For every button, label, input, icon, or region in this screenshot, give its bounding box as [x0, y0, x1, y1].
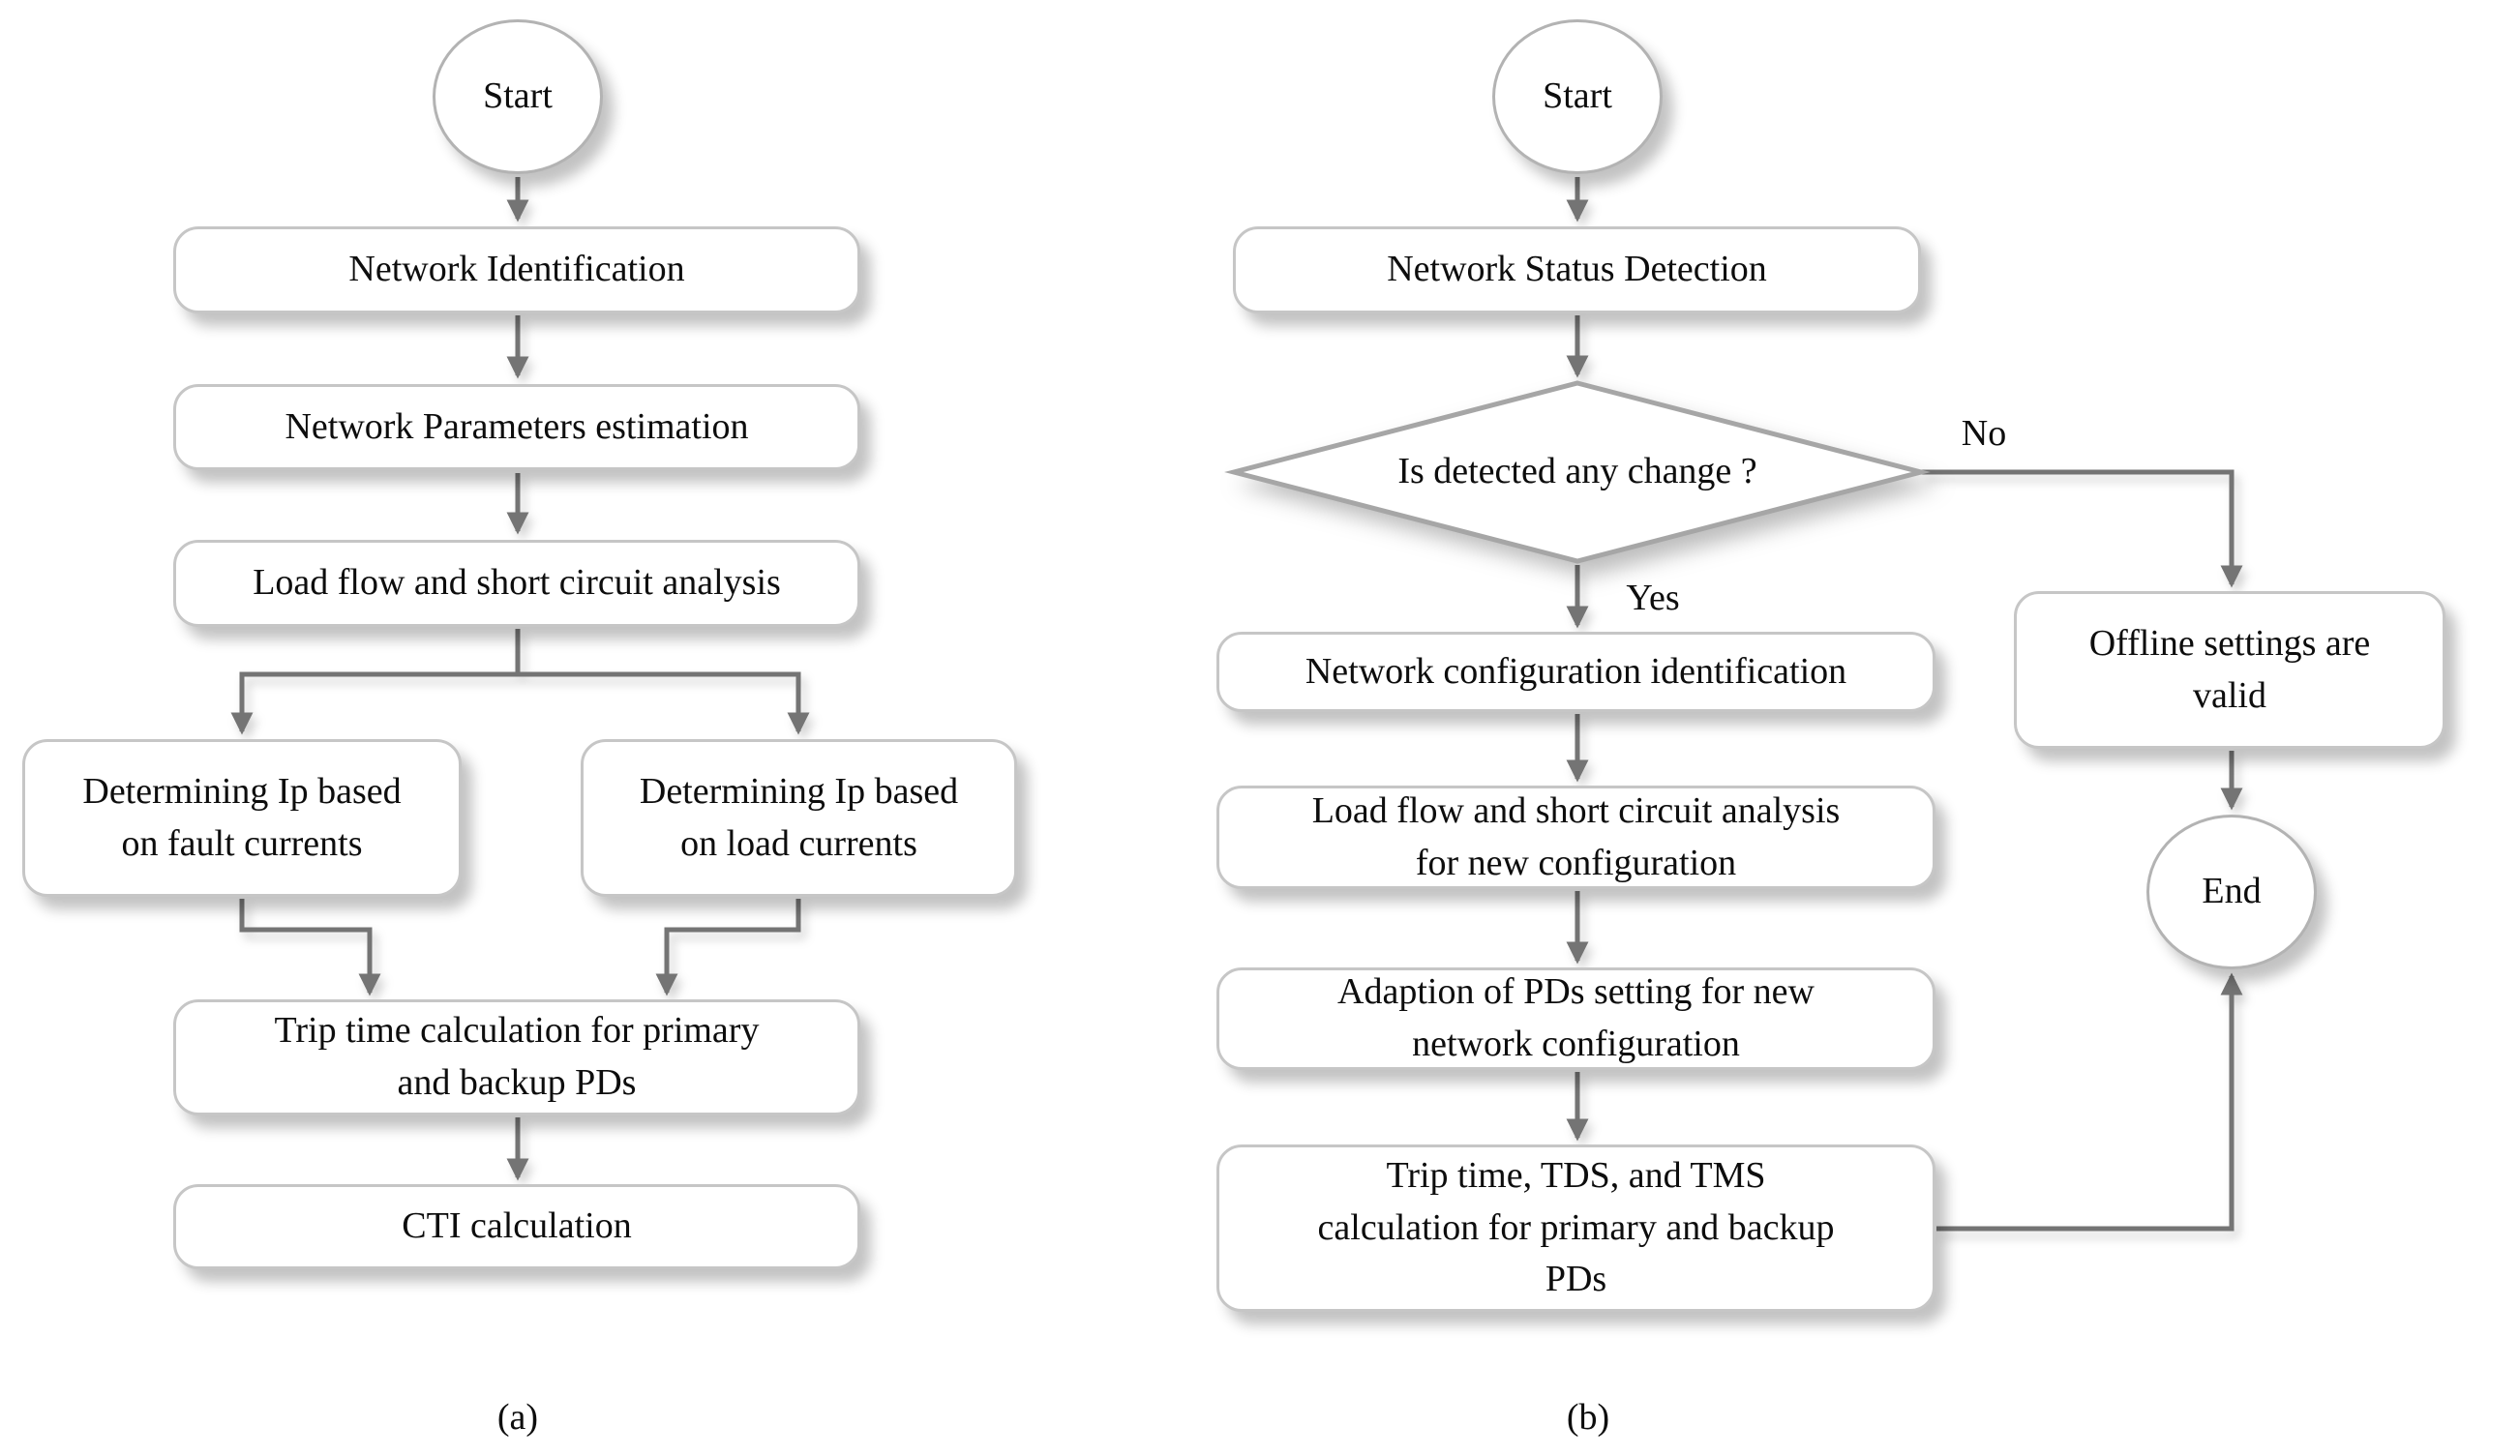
terminator-end-b: End	[2146, 815, 2317, 969]
branch-label-no-text: No	[1961, 412, 2007, 454]
terminator-start-b-label: Start	[1543, 75, 1612, 117]
process-network-parameters-estimation: Network Parameters estimation	[173, 384, 860, 470]
process-network-status-detection: Network Status Detection	[1233, 226, 1921, 313]
process-determining-ip-fault-label: Determining Ip based on fault currents	[82, 770, 402, 864]
process-offline-settings-valid: Offline settings are valid	[2014, 591, 2445, 749]
process-trip-time-tds-tms-label: Trip time, TDS, and TMS calculation for …	[1317, 1154, 1835, 1300]
process-adaption-pds-setting: Adaption of PDs setting for new network …	[1216, 967, 1935, 1070]
process-cti-calculation-label: CTI calculation	[402, 1205, 632, 1247]
process-load-flow-short-circuit: Load flow and short circuit analysis	[173, 540, 860, 627]
process-load-flow-short-circuit-label: Load flow and short circuit analysis	[253, 562, 781, 604]
process-trip-time-calculation: Trip time calculation for primary and ba…	[173, 999, 860, 1115]
terminator-start-a-label: Start	[483, 75, 553, 117]
caption-b: (b)	[1491, 1390, 1685, 1443]
decision-diamond	[1224, 380, 1931, 564]
process-network-identification: Network Identification	[173, 226, 860, 313]
process-network-status-detection-label: Network Status Detection	[1387, 249, 1767, 290]
branch-label-no: No	[1931, 406, 2037, 460]
branch-label-yes-text: Yes	[1626, 577, 1680, 618]
process-network-identification-label: Network Identification	[348, 249, 685, 290]
process-network-config-identification-label: Network configuration identification	[1305, 650, 1847, 692]
arrow-b-triptime-to-end	[1936, 972, 2243, 1232]
arrow-b-decision-no	[1921, 469, 2243, 588]
decision-diamond-label: Is detected any change ?	[1397, 451, 1757, 492]
caption-a: (a)	[421, 1390, 615, 1443]
process-load-flow-new-config: Load flow and short circuit analysis for…	[1216, 786, 1935, 889]
branch-label-yes: Yes	[1595, 571, 1711, 624]
process-load-flow-new-config-label: Load flow and short circuit analysis for…	[1311, 789, 1841, 883]
terminator-start-a: Start	[433, 19, 603, 174]
process-network-config-identification: Network configuration identification	[1216, 632, 1935, 712]
arrow-a-fault-to-triptime	[239, 899, 381, 996]
process-determining-ip-fault: Determining Ip based on fault currents	[22, 739, 462, 897]
process-offline-settings-valid-label: Offline settings are valid	[2088, 622, 2371, 716]
process-trip-time-tds-tms: Trip time, TDS, and TMS calculation for …	[1216, 1144, 1935, 1312]
process-network-parameters-estimation-label: Network Parameters estimation	[285, 405, 749, 447]
process-determining-ip-load: Determining Ip based on load currents	[581, 739, 1017, 897]
arrow-a-load-to-triptime	[655, 899, 801, 996]
caption-a-label: (a)	[496, 1396, 539, 1438]
process-trip-time-calculation-label: Trip time calculation for primary and ba…	[274, 1010, 760, 1103]
caption-b-label: (b)	[1566, 1396, 1610, 1438]
terminator-start-b: Start	[1492, 19, 1663, 174]
process-adaption-pds-setting-label: Adaption of PDs setting for new network …	[1337, 971, 1815, 1064]
decision-diamond-text: Is detected any change ?	[1287, 443, 1868, 501]
process-determining-ip-load-label: Determining Ip based on load currents	[639, 770, 959, 864]
process-cti-calculation: CTI calculation	[173, 1184, 860, 1269]
terminator-end-b-label: End	[2202, 871, 2262, 912]
